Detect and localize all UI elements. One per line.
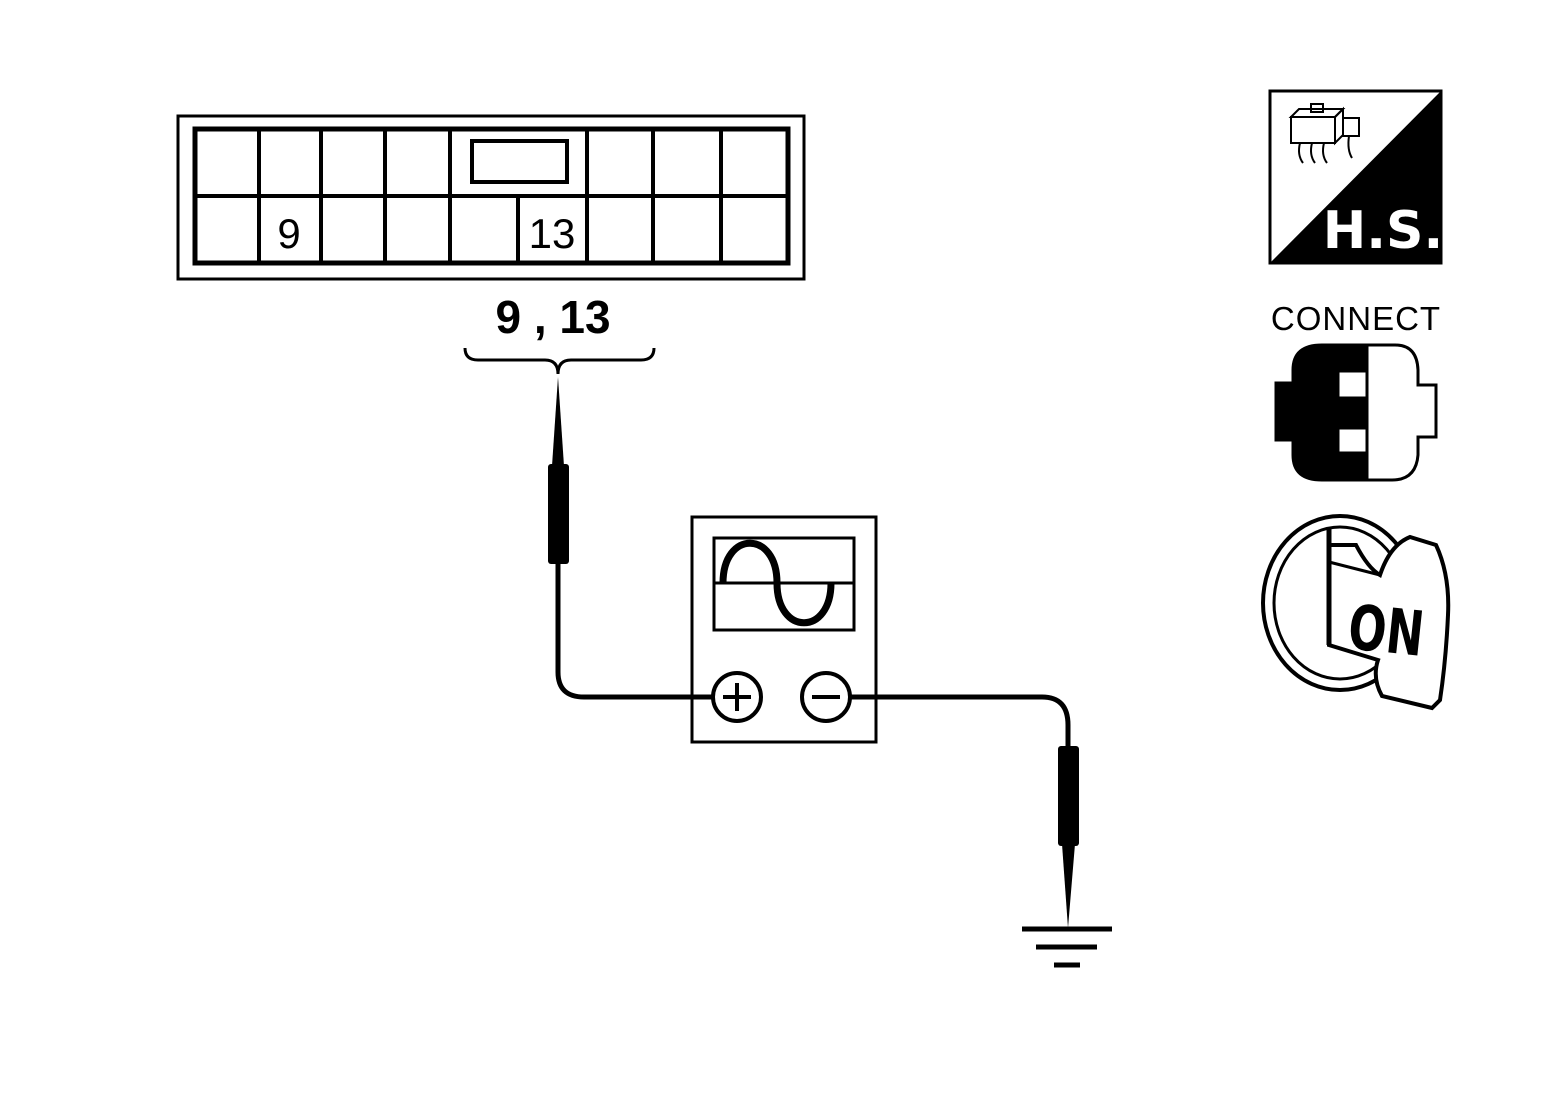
ground-icon [1022,926,1112,968]
positive-terminal [711,671,763,723]
positive-lead-wire [555,562,713,700]
positive-probe-handle [548,464,569,564]
negative-probe-handle [1058,746,1079,846]
ignition-on-label: ON [1345,591,1427,671]
connect-plug-icon [1274,343,1438,482]
oscilloscope [690,515,878,744]
oscilloscope-body [690,515,878,744]
negative-probe [850,694,1079,928]
harness-side-label: H.S. [1323,201,1443,261]
sine-wave-icon [719,539,835,627]
positive-probe-tip [552,377,564,466]
ignition-key-icon [1261,514,1451,711]
connector-cell-dividers [257,129,723,263]
connector-harness-icon [1288,103,1360,164]
negative-terminal [800,671,852,723]
connector-lock-tab [470,139,569,184]
pin-callout-brace [463,347,656,375]
pin-label-13: 13 [529,210,576,257]
pin-label-9: 9 [277,210,300,257]
connector-face [176,114,806,281]
negative-probe-tip [1062,844,1075,928]
connector-outer-frame [176,114,806,281]
connect-label: CONNECT [1271,300,1441,337]
measured-pins-label: 9 , 13 [495,291,610,343]
connector-female-half [1365,343,1438,482]
harness-side-icon [1268,89,1443,265]
positive-probe [548,377,713,700]
negative-lead-wire [850,694,1071,752]
connector-male-half [1274,343,1369,482]
